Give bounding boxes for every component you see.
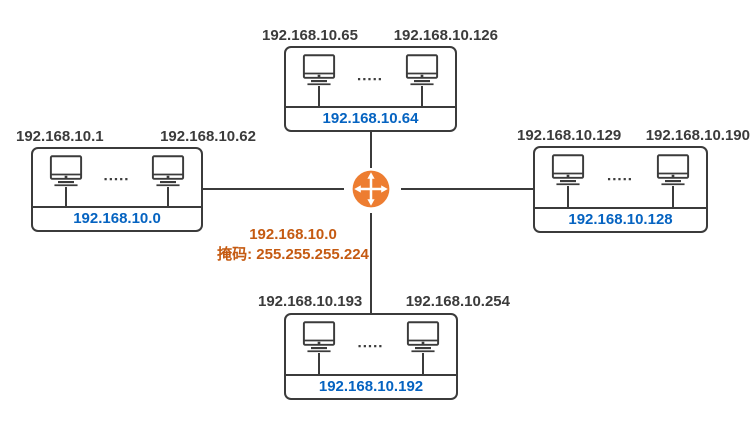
computer-node <box>405 321 441 376</box>
computer-icon <box>301 54 337 86</box>
host-drop-line <box>166 187 169 208</box>
host-drop-line <box>420 86 423 108</box>
subnet-box-right: ▪▪▪▪▪ 192.168.10.128 <box>533 146 708 233</box>
computer-icon <box>48 155 84 187</box>
network-address-label: 192.168.10.192 <box>318 378 424 395</box>
subnet-box-left: ▪▪▪▪▪ 192.168.10.0 <box>31 147 203 232</box>
subnet-box-top: ▪▪▪▪▪ 192.168.10.64 <box>284 46 457 132</box>
host-drop-line <box>421 353 424 376</box>
host-range-labels-bottom: 192.168.10.193 192.168.10.254 <box>258 292 510 310</box>
computer-node <box>655 154 691 209</box>
computer-node <box>301 54 337 108</box>
network-summary-label: 192.168.10.0 掩码: 255.255.255.224 <box>178 225 408 265</box>
subnet-network-strip: 192.168.10.192 <box>286 374 456 398</box>
more-hosts-ellipsis: ▪▪▪▪▪ <box>607 174 634 184</box>
subnet-box-bottom: ▪▪▪▪▪ 192.168.10.192 <box>284 313 458 400</box>
host-drop-line <box>318 353 320 376</box>
subnet-network-strip: 192.168.10.128 <box>535 207 706 231</box>
network-address-label: 192.168.10.0 <box>73 210 161 227</box>
computer-node <box>550 154 586 209</box>
computer-node <box>301 321 337 376</box>
last-host-ip-label: 192.168.10.62 <box>160 127 256 145</box>
computer-node <box>150 155 186 208</box>
host-drop-line <box>318 86 320 108</box>
computer-icon <box>655 154 691 186</box>
network-address-label: 192.168.10.128 <box>568 211 673 228</box>
more-hosts-ellipsis: ▪▪▪▪▪ <box>104 174 130 184</box>
more-hosts-ellipsis: ▪▪▪▪▪ <box>357 73 384 84</box>
host-drop-line <box>671 186 674 209</box>
first-host-ip-label: 192.168.10.65 <box>262 26 358 44</box>
subnet-hosts-area: ▪▪▪▪▪ <box>286 315 456 376</box>
network-address-label: 192.168.10.64 <box>322 110 419 127</box>
network-summary-address: 192.168.10.0 <box>249 226 337 243</box>
last-host-ip-label: 192.168.10.126 <box>393 26 498 44</box>
subnet-network-strip: 192.168.10.0 <box>33 206 201 230</box>
link-line-right <box>401 188 533 190</box>
last-host-ip-label: 192.168.10.190 <box>645 126 750 144</box>
link-line-top <box>370 131 372 168</box>
host-drop-line <box>65 187 67 208</box>
subnet-hosts-area: ▪▪▪▪▪ <box>535 148 706 209</box>
last-host-ip-label: 192.168.10.254 <box>405 292 510 310</box>
computer-icon <box>405 321 441 353</box>
link-line-bottom <box>370 213 372 313</box>
network-summary-mask: 掩码: 255.255.255.224 <box>217 246 369 263</box>
subnet-hosts-area: ▪▪▪▪▪ <box>33 149 201 208</box>
host-range-labels-left: 192.168.10.1 192.168.10.62 <box>16 127 256 145</box>
computer-icon <box>404 54 440 86</box>
router-icon <box>351 169 391 209</box>
subnet-hosts-area: ▪▪▪▪▪ <box>286 48 455 108</box>
computer-icon <box>150 155 186 187</box>
link-line-left <box>202 188 344 190</box>
first-host-ip-label: 192.168.10.193 <box>258 292 363 310</box>
computer-node <box>404 54 440 108</box>
host-drop-line <box>567 186 569 209</box>
host-range-labels-top: 192.168.10.65 192.168.10.126 <box>262 26 498 44</box>
more-hosts-ellipsis: ▪▪▪▪▪ <box>358 341 384 351</box>
first-host-ip-label: 192.168.10.1 <box>16 127 104 145</box>
first-host-ip-label: 192.168.10.129 <box>517 126 622 144</box>
computer-icon <box>301 321 337 353</box>
subnet-network-strip: 192.168.10.64 <box>286 106 455 130</box>
computer-node <box>48 155 84 208</box>
host-range-labels-right: 192.168.10.129 192.168.10.190 <box>517 126 750 144</box>
computer-icon <box>550 154 586 186</box>
